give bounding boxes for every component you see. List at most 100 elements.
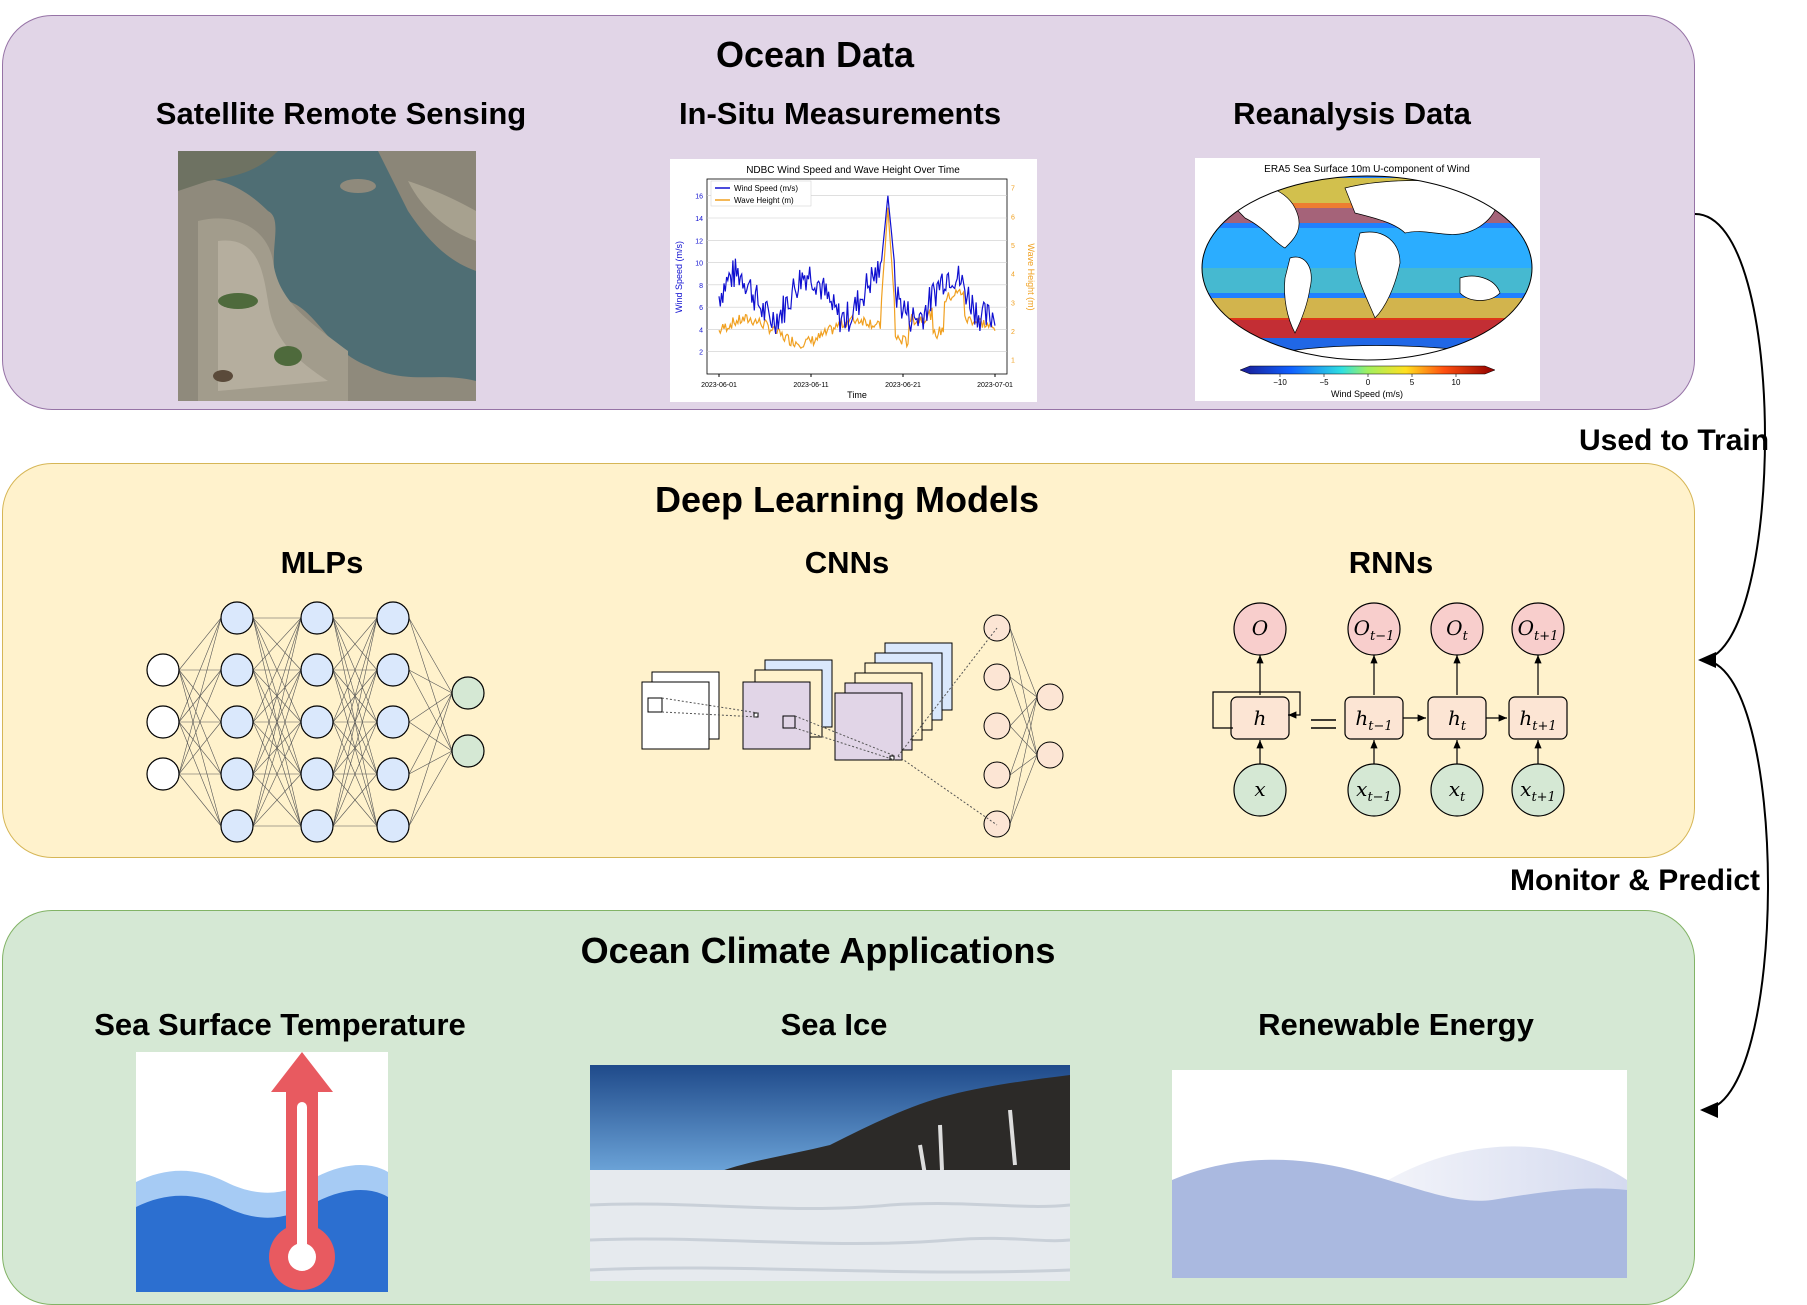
rnn-output-node [1511, 602, 1565, 656]
ytick-left: 2 [699, 350, 703, 357]
mlp-neuron [376, 757, 410, 791]
mlp-neuron [376, 601, 410, 635]
rnn-output-node [1233, 602, 1287, 656]
ytick-right: 4 [1011, 272, 1015, 279]
ytick-left: 4 [699, 327, 703, 334]
monitor-predict-arrow [1700, 659, 1769, 1118]
mlp-diagram [140, 595, 500, 855]
mlp-neuron [451, 734, 485, 768]
rnn-input-node [1430, 763, 1484, 817]
insitu-ylabel-left: Wind Speed (m/s) [674, 241, 684, 313]
deep-learning-models-title: Deep Learning Models [654, 479, 1040, 520]
xtick: 2023-06-11 [793, 382, 828, 389]
cnn-output-neuron [1036, 683, 1064, 711]
mlp-neuron [376, 705, 410, 739]
rnn-input-node [1233, 763, 1287, 817]
cnn-neuron [983, 712, 1011, 740]
mlp-neuron [300, 757, 334, 791]
sea-ice-photo [590, 1065, 1070, 1281]
monitor-predict-label: Monitor & Predict [1510, 864, 1761, 897]
legend-wind: Wind Speed (m/s) [734, 184, 798, 193]
satellite-remote-sensing-label: Satellite Remote Sensing [155, 96, 527, 131]
cnns-label: CNNs [804, 545, 890, 580]
ytick-left: 6 [699, 305, 703, 312]
xtick: 2023-06-21 [885, 382, 921, 389]
ytick-right: 5 [1011, 243, 1015, 250]
svg-text:h: h [1254, 706, 1267, 730]
ocean-climate-applications-title: Ocean Climate Applications [580, 930, 1056, 971]
sea-surface-temperature-label: Sea Surface Temperature [94, 1007, 466, 1042]
insitu-chart: NDBC Wind Speed and Wave Height Over Tim… [670, 159, 1037, 402]
mlps-label: MLPs [280, 545, 364, 580]
insitu-xlabel: Time [847, 390, 867, 400]
insitu-ylabel-right: Wave Height (m) [1026, 243, 1036, 310]
rnns-label: RNNs [1348, 545, 1434, 580]
mlp-neuron [220, 809, 254, 843]
cnn-neuron [983, 663, 1011, 691]
ytick-left: 8 [699, 283, 703, 290]
era5-title: ERA5 Sea Surface 10m U-component of Wind [1264, 164, 1470, 175]
era5-colorbar-label: Wind Speed (m/s) [1331, 389, 1403, 399]
wave-height-series [718, 207, 996, 350]
rnn-input-node [1347, 763, 1401, 817]
insitu-chart-title: NDBC Wind Speed and Wave Height Over Tim… [746, 165, 960, 176]
ytick-left: 10 [695, 261, 703, 268]
svg-text:x: x [1254, 777, 1265, 801]
mlp-neuron [220, 601, 254, 635]
reanalysis-data-label: Reanalysis Data [1233, 96, 1471, 131]
insitu-legend [710, 180, 812, 207]
ytick-left: 16 [695, 194, 703, 201]
used-to-train-label: Used to Train [1579, 424, 1770, 457]
cnn-output-neuron [1036, 741, 1064, 769]
ytick-left: 14 [695, 216, 703, 223]
ytick-left: 12 [695, 238, 703, 245]
colorbar-tick: −10 [1273, 378, 1287, 387]
rnn-hidden-node [1508, 696, 1568, 740]
colorbar-tick: 0 [1366, 378, 1371, 387]
rnn-input-node [1511, 763, 1565, 817]
ytick-right: 3 [1011, 300, 1015, 307]
mlp-neuron [300, 653, 334, 687]
mlp-neuron [376, 809, 410, 843]
legend-wave: Wave Height (m) [734, 196, 794, 205]
era5-colorbar [1239, 365, 1496, 375]
sea-ice-label: Sea Ice [780, 1007, 888, 1042]
ytick-right: 6 [1011, 214, 1015, 221]
mlp-neuron [220, 705, 254, 739]
mlp-neuron [451, 676, 485, 710]
ytick-right: 7 [1011, 186, 1015, 193]
svg-text:O: O [1252, 616, 1268, 640]
colorbar-tick: −5 [1319, 378, 1329, 387]
cnn-neuron [983, 761, 1011, 789]
mlp-neuron [300, 705, 334, 739]
renewable-energy-wave-icon [1172, 1070, 1627, 1278]
wind-speed-series [718, 195, 996, 334]
mlp-neuron [300, 809, 334, 843]
ytick-right: 1 [1011, 358, 1015, 365]
mlp-neuron [220, 757, 254, 791]
renewable-energy-label: Renewable Energy [1258, 1007, 1534, 1042]
rnn-output-node [1347, 602, 1401, 656]
cnn-diagram [630, 600, 1080, 845]
mlp-neuron [376, 653, 410, 687]
rnn-output-node [1430, 602, 1484, 656]
colorbar-tick: 5 [1410, 378, 1415, 387]
colorbar-tick: 10 [1452, 378, 1461, 387]
mlp-neuron [146, 705, 180, 739]
used-to-train-arrow [1694, 213, 1766, 668]
mlp-neuron [146, 757, 180, 791]
satellite-image [178, 151, 476, 401]
cnn-neuron [983, 810, 1011, 838]
in-situ-measurements-label: In-Situ Measurements [678, 96, 1002, 131]
flow-arrows [1694, 213, 1769, 1118]
xtick: 2023-06-01 [701, 382, 737, 389]
thermometer-wave-icon [136, 1052, 388, 1292]
ytick-right: 2 [1011, 329, 1015, 336]
ocean-data-title: Ocean Data [715, 34, 915, 75]
mlp-neuron [300, 601, 334, 635]
xtick: 2023-07-01 [977, 382, 1013, 389]
era5-map: ERA5 Sea Surface 10m U-component of Wind… [1195, 158, 1540, 401]
mlp-neuron [220, 653, 254, 687]
mlp-neuron [146, 653, 180, 687]
